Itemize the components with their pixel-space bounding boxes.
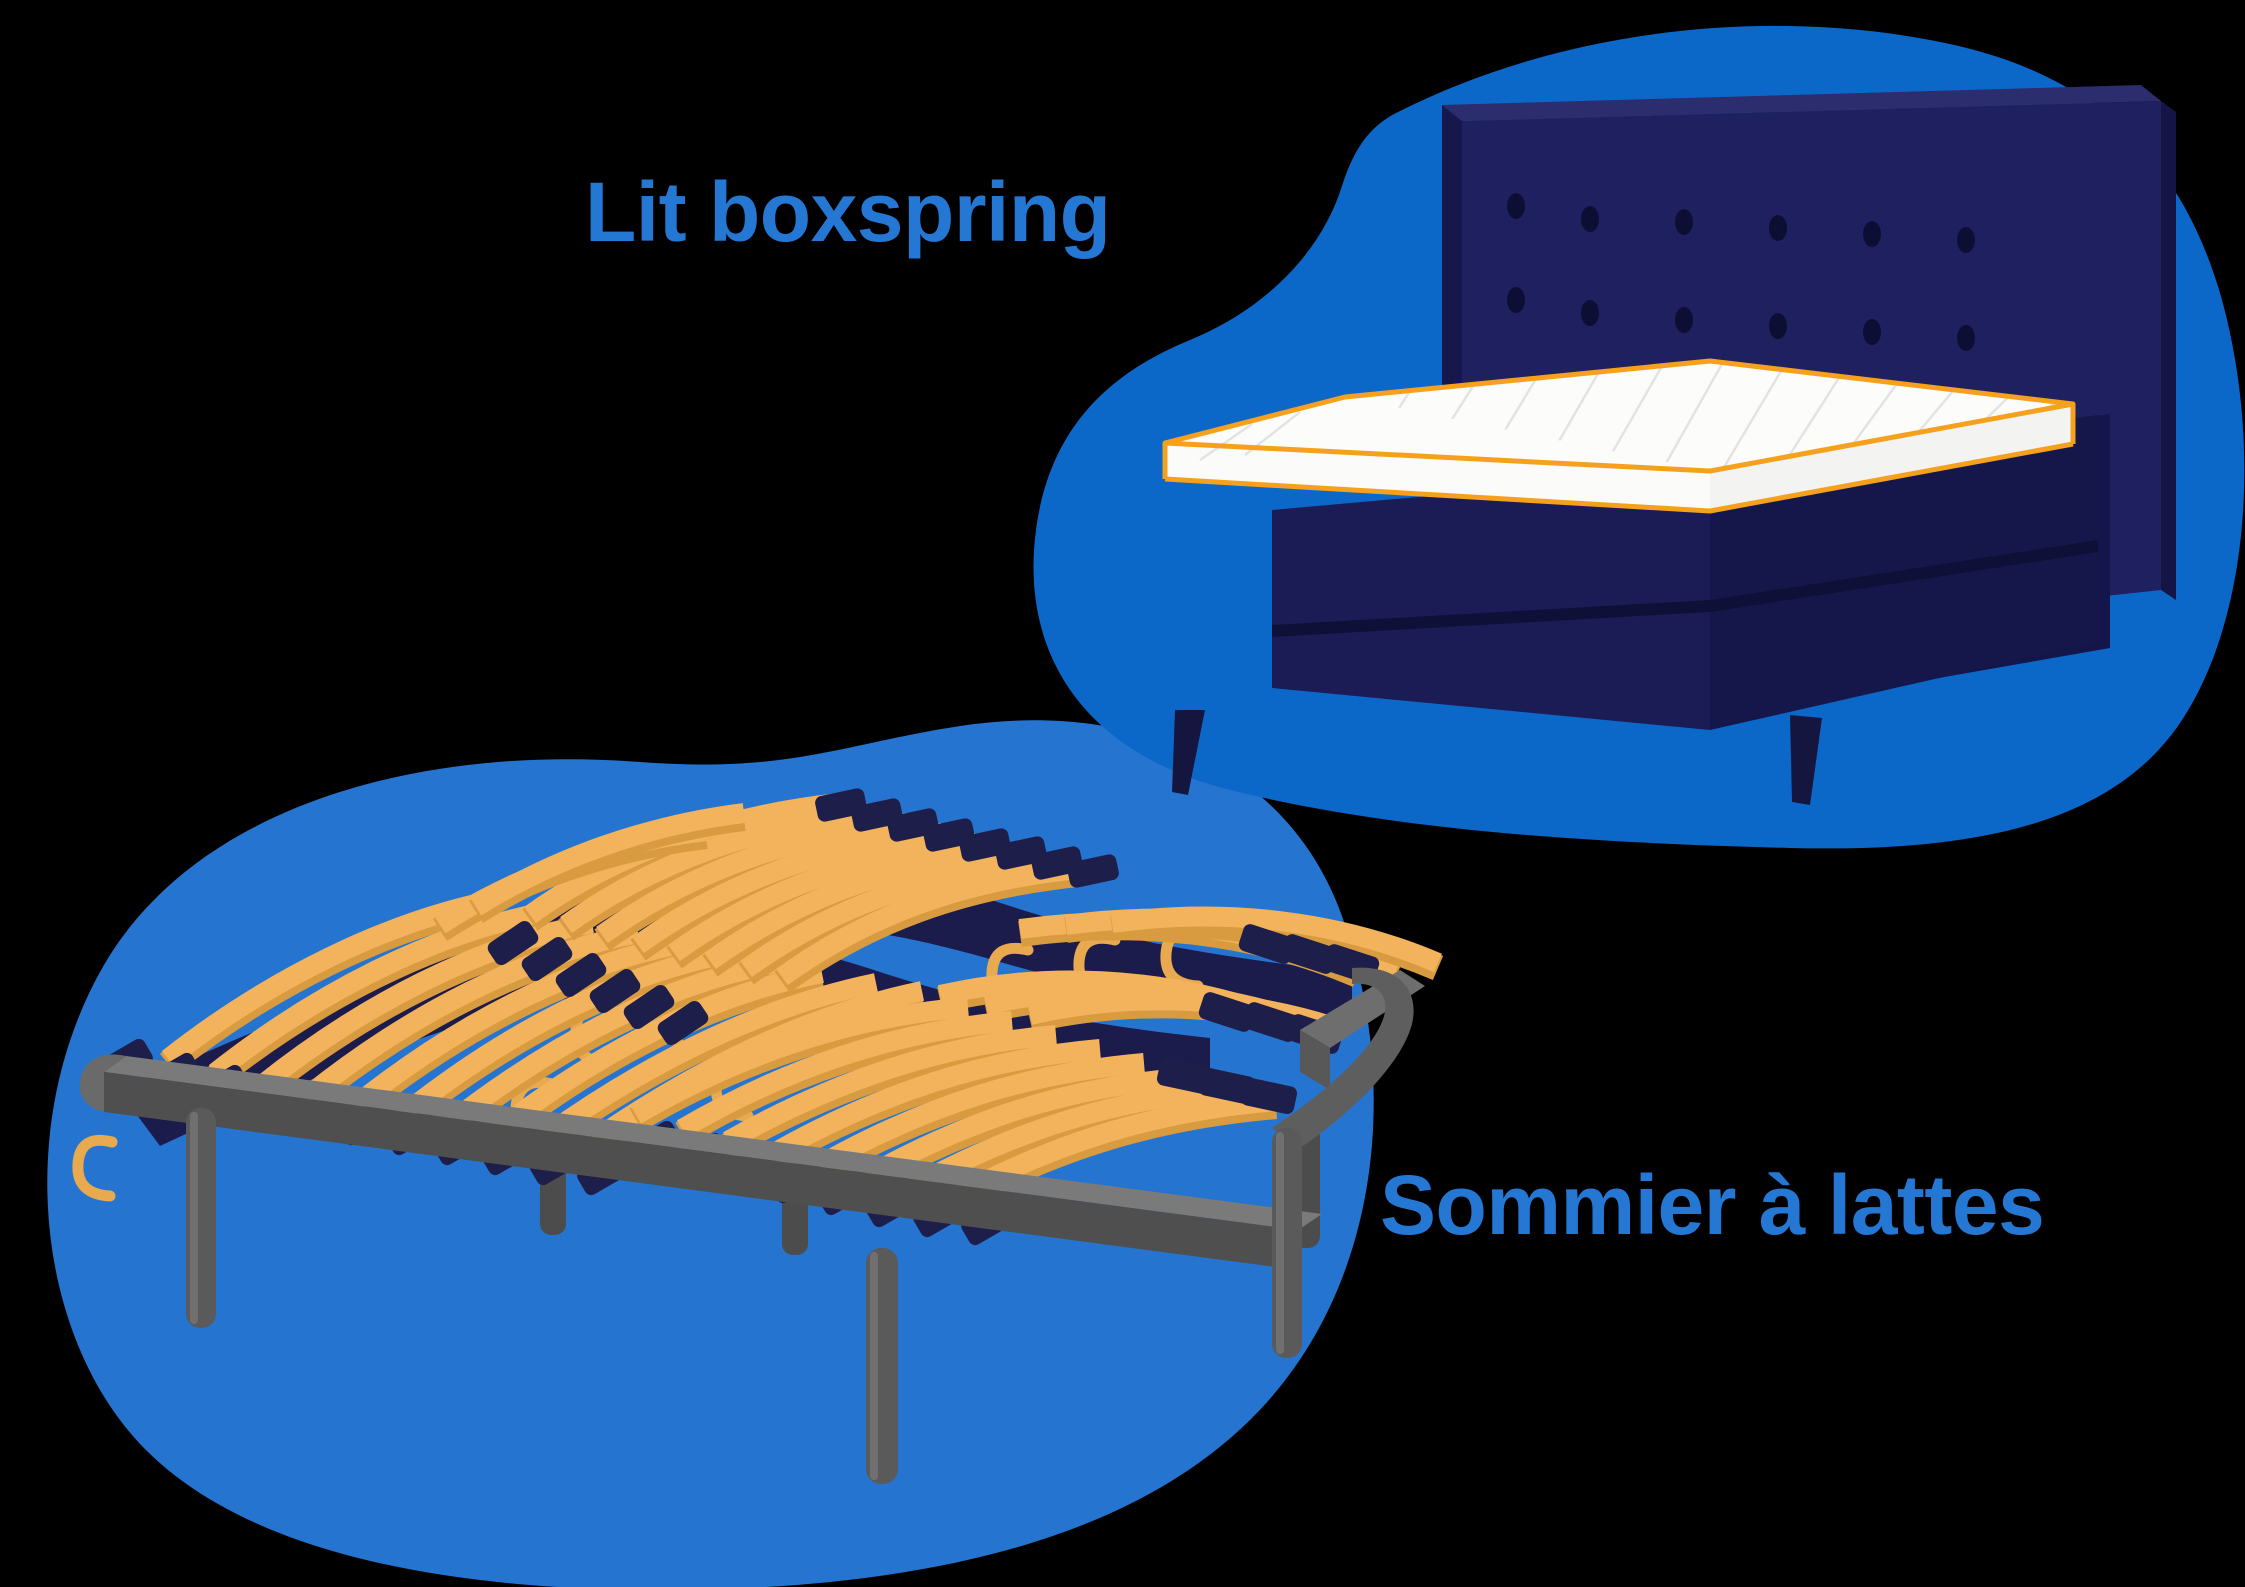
label-lit-boxspring: Lit boxspring	[585, 165, 1111, 259]
mattress-outline	[1162, 358, 2076, 474]
tufting-button-icon	[1507, 193, 1525, 219]
mattress-outline-bottom	[1164, 441, 2074, 514]
frame-corner-left	[79, 1054, 126, 1112]
tufting-button-icon	[1581, 300, 1599, 326]
center-rail-board-lower	[120, 930, 1210, 1146]
label-sommier-a-lattes: Sommier à lattes	[1380, 1158, 2045, 1252]
tufting-button-icon	[1863, 221, 1881, 247]
slat-row-upper	[159, 889, 1444, 1159]
leg-highlight	[870, 1252, 878, 1480]
leg-highlight	[190, 1112, 198, 1324]
tufting-button-icon	[1507, 287, 1525, 313]
mattress-front	[1165, 443, 1710, 511]
base-box-divider	[1272, 600, 1710, 637]
slat-row-crest	[432, 793, 1080, 993]
tufting-button-icon	[1957, 325, 1975, 351]
tufting-button-icon	[1675, 307, 1693, 333]
headboard-right-edge	[2161, 101, 2176, 600]
tufting-button-icon	[1675, 209, 1693, 235]
base-box-front	[1272, 471, 1710, 730]
base-box-divider	[1710, 540, 2098, 612]
leg-highlight	[1276, 1132, 1284, 1354]
mattress-side-right	[1710, 404, 2073, 511]
tufting-button-icon	[1769, 313, 1787, 339]
tufting-button-icon	[1957, 227, 1975, 253]
tufting-button-icon	[1769, 215, 1787, 241]
frame-rail-front-top	[104, 1056, 1322, 1230]
frame-rail-front-face	[104, 1072, 1298, 1270]
headboard-top-edge	[1442, 85, 2161, 121]
bed-leg	[1790, 715, 1822, 805]
tufting-button-icon	[1863, 319, 1881, 345]
slat-holder-caps-mid	[487, 920, 709, 1046]
tufting-button-icon	[1581, 206, 1599, 232]
bed-leg	[1172, 710, 1205, 795]
frame-rail-right-lower	[1300, 1030, 1330, 1090]
